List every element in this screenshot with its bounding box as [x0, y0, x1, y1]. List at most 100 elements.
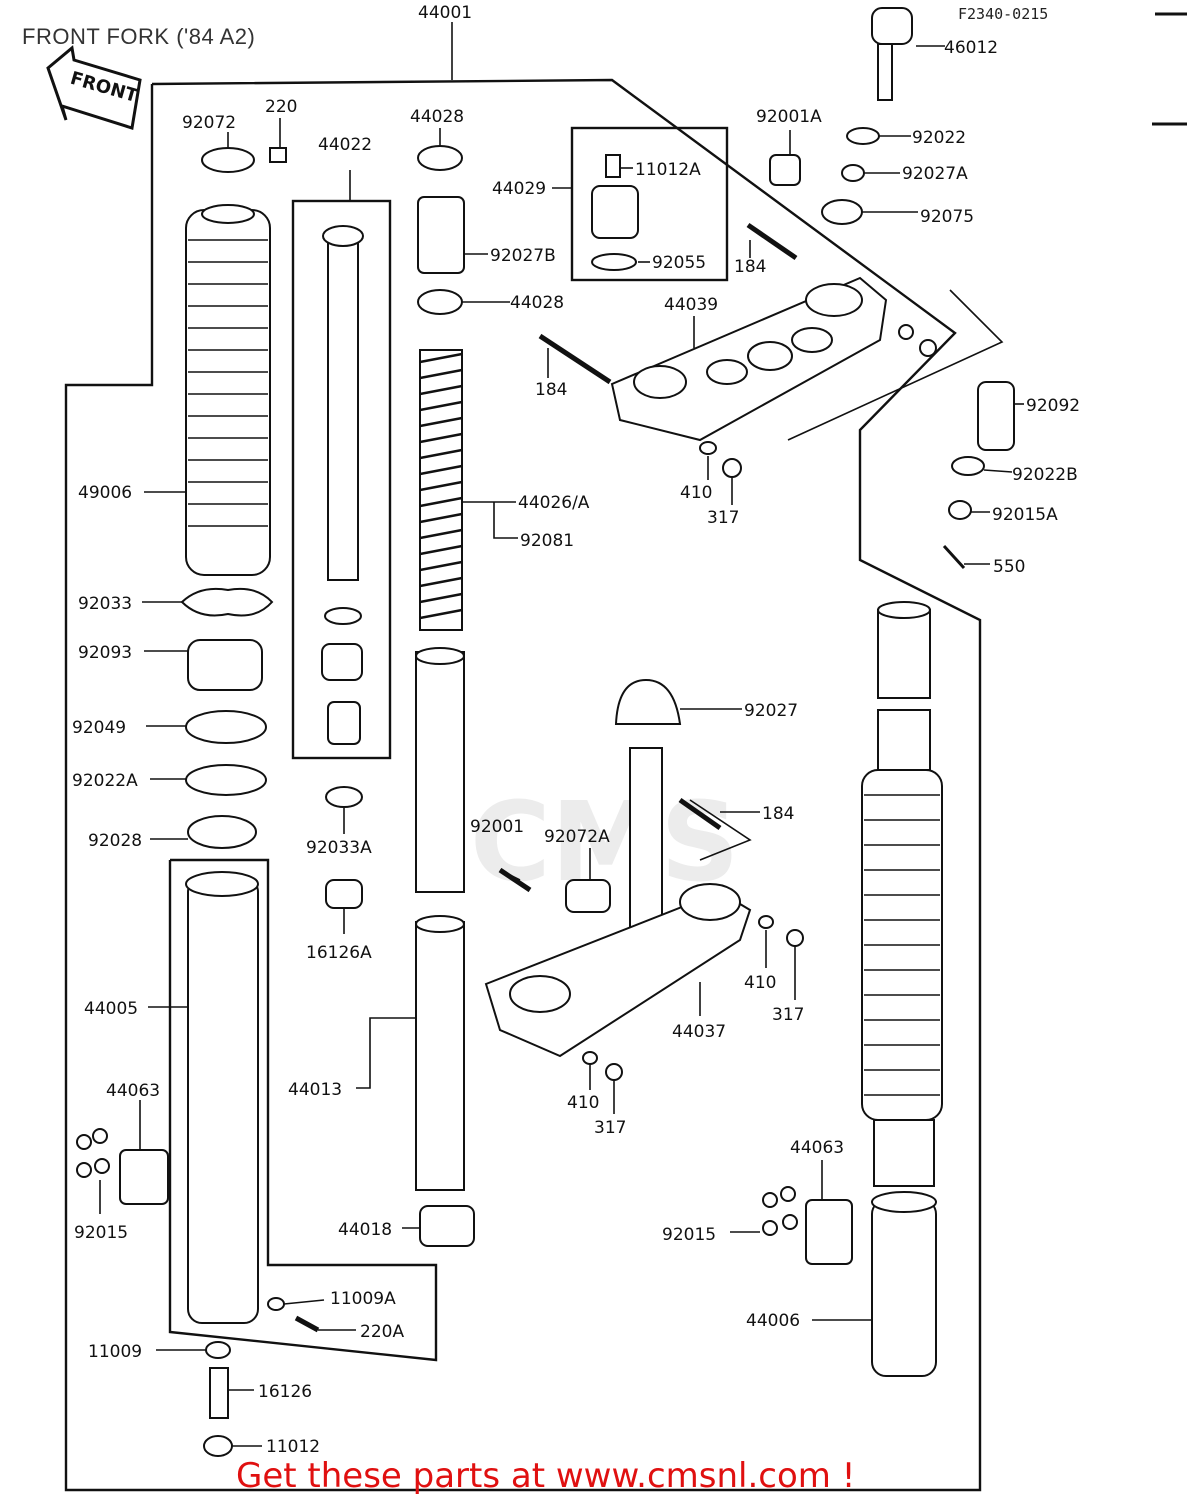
washer-11009A — [267, 1297, 285, 1311]
bushing-44018 — [419, 1205, 475, 1247]
label-92072: 92072 — [182, 113, 236, 133]
right-fork-assembly — [861, 601, 943, 1377]
inner-tube-44013 — [415, 647, 465, 1191]
washer-92022 — [846, 127, 880, 145]
label-11009: 11009 — [88, 1342, 142, 1362]
washer-410-mid — [758, 915, 774, 929]
label-220: 220 — [265, 97, 297, 117]
collar-92027A — [841, 164, 865, 182]
label-44018: 44018 — [338, 1220, 392, 1240]
label-92022A: 92022A — [72, 771, 138, 791]
axle-cap-44063-left — [119, 1149, 169, 1205]
washer-92022B — [951, 456, 985, 476]
label-44028-top: 44028 — [410, 107, 464, 127]
label-92028: 92028 — [88, 831, 142, 851]
label-92001: 92001 — [470, 817, 524, 837]
seal-92093 — [187, 639, 263, 691]
label-44039: 44039 — [664, 295, 718, 315]
seat-44028-top — [417, 145, 463, 171]
label-317-bottom: 317 — [594, 1118, 626, 1138]
kit-box-44029 — [570, 126, 729, 282]
oring-92055 — [591, 253, 637, 271]
valve-11012A — [605, 154, 621, 178]
label-92072A: 92072A — [544, 827, 610, 847]
label-410-mid: 410 — [744, 973, 776, 993]
label-184-left: 184 — [535, 380, 567, 400]
label-92022B: 92022B — [1012, 465, 1078, 485]
label-410-top: 410 — [680, 483, 712, 503]
nut-317-top — [722, 458, 742, 478]
footer-promo-link[interactable]: Get these parts at www.cmsnl.com ! — [236, 1456, 856, 1496]
label-317-top: 317 — [707, 508, 739, 528]
spring-44026 — [419, 349, 463, 631]
label-44001: 44001 — [418, 3, 472, 23]
label-92001A: 92001A — [756, 107, 822, 127]
leader-lines — [99, 45, 1024, 1447]
label-184-top: 184 — [734, 257, 766, 277]
pin-550 — [942, 544, 966, 570]
oring-92033A — [325, 786, 363, 808]
front-arrow-icon: FRONT — [46, 45, 142, 130]
label-92075: 92075 — [920, 207, 974, 227]
washer-410-bottom — [582, 1051, 598, 1065]
seal-16126A — [325, 879, 363, 909]
label-92027A: 92027A — [902, 164, 968, 184]
label-92033: 92033 — [78, 594, 132, 614]
bolt-184-lower — [678, 797, 722, 831]
clamp-92072A — [565, 879, 611, 913]
label-92027: 92027 — [744, 701, 798, 721]
label-92033A: 92033A — [306, 838, 372, 858]
washer-92049 — [185, 710, 267, 744]
bolt-16126 — [209, 1367, 229, 1419]
nut-side-a — [898, 324, 914, 340]
bushing-92075 — [821, 199, 863, 225]
label-11009A: 11009A — [330, 1289, 396, 1309]
diagram-code: F2340-0215 — [958, 5, 1049, 23]
bolt-220 — [269, 147, 287, 163]
nuts-92015-right — [762, 1186, 798, 1236]
label-44026A: 44026/A — [518, 493, 590, 513]
label-16126: 16126 — [258, 1382, 312, 1402]
label-11012A: 11012A — [635, 160, 701, 180]
label-16126A: 16126A — [306, 943, 372, 963]
upper-bracket-44039 — [610, 276, 888, 442]
page-title: FRONT FORK ('84 A2) — [22, 24, 256, 49]
gasket-11009 — [205, 1341, 231, 1359]
label-44006: 44006 — [746, 1311, 800, 1331]
label-44063-left: 44063 — [106, 1081, 160, 1101]
fork-boot-49006 — [185, 204, 271, 576]
label-92022: 92022 — [912, 128, 966, 148]
axle-cap-44063-right — [805, 1199, 853, 1265]
kit-box-44005 — [168, 858, 438, 1362]
bolt-220A — [294, 1315, 320, 1333]
outer-tube-44005 — [185, 871, 259, 1324]
screw-11012 — [203, 1435, 233, 1457]
label-92027B: 92027B — [490, 246, 556, 266]
bolt-184-left — [538, 333, 612, 385]
label-92092: 92092 — [1026, 396, 1080, 416]
damper-rod-44022 — [321, 225, 364, 745]
collar-92027B — [417, 196, 465, 274]
clamp-92072 — [201, 147, 255, 173]
label-44005: 44005 — [84, 999, 138, 1019]
nut-92001A — [769, 154, 801, 186]
label-11012: 11012 — [266, 1437, 320, 1457]
nut-317-bottom — [605, 1063, 623, 1081]
nut-92015A — [948, 500, 972, 520]
label-44028-bottom: 44028 — [510, 293, 564, 313]
handlebar-holder-46012 — [871, 7, 913, 101]
label-92055: 92055 — [652, 253, 706, 273]
label-92049: 92049 — [72, 718, 126, 738]
label-46012: 46012 — [944, 38, 998, 58]
label-44029: 44029 — [492, 179, 546, 199]
label-92081: 92081 — [520, 531, 574, 551]
nuts-92015-left — [76, 1128, 110, 1178]
washer-410-top — [699, 441, 717, 455]
label-44063-right: 44063 — [790, 1138, 844, 1158]
nut-side-b — [919, 339, 937, 357]
label-220A: 220A — [360, 1322, 404, 1342]
cap-44029 — [591, 185, 639, 239]
label-184-lower: 184 — [762, 804, 794, 824]
oring-92033 — [180, 587, 274, 617]
